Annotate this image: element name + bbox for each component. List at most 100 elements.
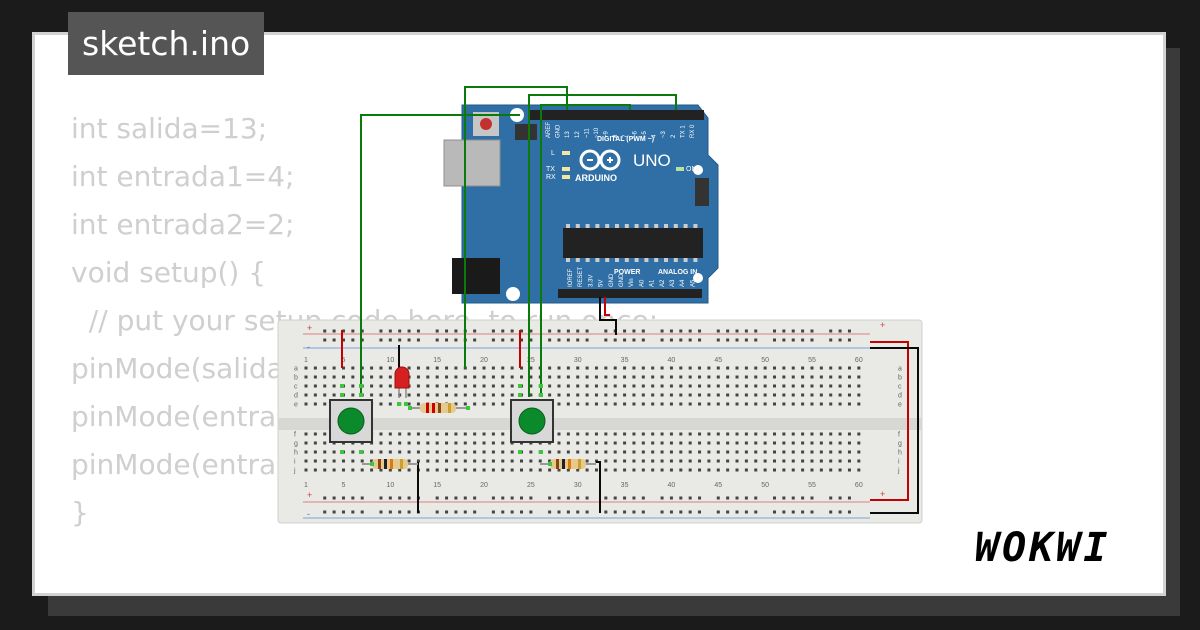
breadboard-hole (641, 468, 645, 472)
arduino-uno[interactable]: UNO ARDUINO DIGITAL (PWM ~) POWER ANALOG… (443, 104, 719, 304)
rail-hole (473, 338, 477, 342)
breadboard-hole (716, 441, 720, 445)
digital-label: DIGITAL (PWM ~) (597, 136, 654, 143)
breadboard-hole (763, 402, 767, 406)
breadboard-hole (566, 432, 570, 436)
connected-hole (359, 450, 363, 454)
breadboard-hole (604, 450, 608, 454)
breadboard-hole (510, 393, 514, 397)
rail-hole (726, 329, 730, 333)
row-letter: e (294, 402, 298, 409)
column-number: 30 (574, 357, 582, 364)
breadboard-hole (323, 432, 327, 436)
rail-hole (623, 496, 627, 500)
power-jack (452, 258, 500, 294)
breadboard-hole (632, 366, 636, 370)
breadboard-hole (501, 432, 505, 436)
breadboard-hole (716, 450, 720, 454)
breadboard-hole (763, 450, 767, 454)
breadboard-hole (323, 366, 327, 370)
rail-hole (604, 338, 608, 342)
breadboard-hole (313, 375, 317, 379)
breadboard-hole (669, 432, 673, 436)
rail-hole (847, 329, 851, 333)
wires (341, 86, 919, 514)
rail-hole (388, 329, 392, 333)
breadboard-hole (698, 384, 702, 388)
breadboard-hole (323, 468, 327, 472)
rail-hole (323, 338, 327, 342)
pin-label: 2 (671, 134, 677, 138)
breadboard-hole (613, 432, 617, 436)
breadboard-hole (445, 441, 449, 445)
breadboard-hole (857, 441, 861, 445)
connected-hole (359, 393, 363, 397)
row-letter: a (294, 366, 298, 373)
breadboard-hole (351, 393, 355, 397)
breadboard-hole (445, 432, 449, 436)
rail-hole (407, 338, 411, 342)
connected-hole (518, 384, 522, 388)
breadboard-hole (707, 375, 711, 379)
rail-hole (801, 496, 805, 500)
breadboard-hole (660, 375, 664, 379)
pin-label: GND (556, 124, 562, 138)
breadboard-hole (754, 393, 758, 397)
rail-hole (379, 496, 383, 500)
breadboard-hole (501, 384, 505, 388)
breadboard-hole (557, 402, 561, 406)
breadboard-hole (716, 459, 720, 463)
breadboard-hole (304, 468, 308, 472)
connected-hole (518, 450, 522, 454)
pushbutton-1[interactable] (329, 399, 373, 443)
breadboard-hole (426, 459, 430, 463)
breadboard-hole (829, 375, 833, 379)
rail-hole (445, 510, 449, 514)
rail-hole (398, 338, 402, 342)
breadboard-hole (398, 468, 402, 472)
pushbutton-2[interactable] (510, 399, 554, 443)
rail-hole (360, 329, 364, 333)
breadboard-hole (538, 459, 542, 463)
rail-hole (388, 338, 392, 342)
breadboard-hole (510, 468, 514, 472)
breadboard-hole (576, 393, 580, 397)
column-number: 20 (480, 482, 488, 489)
breadboard-hole (548, 459, 552, 463)
red-led[interactable] (394, 366, 410, 398)
breadboard-hole (435, 459, 439, 463)
breadboard-hole (491, 366, 495, 370)
breadboard-hole (426, 366, 430, 370)
breadboard-hole (566, 402, 570, 406)
breadboard-hole (548, 393, 552, 397)
rail-hole (679, 329, 683, 333)
rail-hole (398, 329, 402, 333)
breadboard-hole (716, 402, 720, 406)
filename-tab[interactable]: sketch.ino (68, 12, 265, 75)
breadboard-hole (773, 384, 776, 388)
rail-hole (445, 496, 449, 500)
breadboard-hole (857, 375, 861, 379)
rail-hole (782, 496, 786, 500)
breadboard-hole (351, 459, 355, 463)
breadboard-hole (782, 402, 786, 406)
rail-hole (323, 496, 327, 500)
breadboard-hole (810, 468, 814, 472)
rail-hole (576, 329, 580, 333)
breadboard-hole (491, 468, 495, 472)
connected-hole (340, 393, 344, 397)
breadboard-hole (454, 432, 458, 436)
rail-hole (557, 496, 561, 500)
breadboard-hole (819, 441, 823, 445)
breadboard-hole (698, 375, 702, 379)
breadboard-hole (801, 459, 805, 463)
breadboard-hole (510, 384, 514, 388)
column-number: 60 (855, 482, 863, 489)
breadboard-hole (641, 402, 645, 406)
breadboard-hole (623, 384, 627, 388)
breadboard-hole (445, 459, 449, 463)
breadboard-hole (416, 459, 420, 463)
breadboard-hole (313, 450, 317, 454)
breadboard-hole (623, 432, 627, 436)
rail-hole (445, 329, 449, 333)
